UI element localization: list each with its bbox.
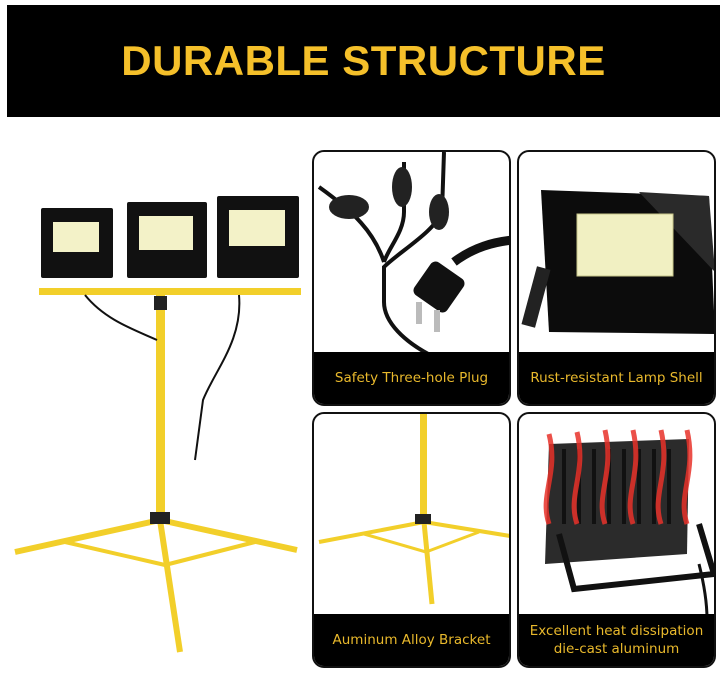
- tripod-work-light-image: [14, 196, 301, 653]
- lamp-right: [217, 196, 299, 278]
- panel-caption: Safety Three-hole Plug: [314, 352, 509, 404]
- plug-image: [317, 152, 509, 357]
- panel-caption: Excellent heat dissipation die-cast alum…: [519, 614, 714, 666]
- panel-bracket: Auminum Alloy Bracket: [312, 412, 511, 668]
- lamp-middle: [127, 202, 207, 278]
- page-title: DURABLE STRUCTURE: [121, 37, 606, 84]
- panel-caption: Auminum Alloy Bracket: [314, 614, 509, 666]
- panel-caption: Rust-resistant Lamp Shell: [519, 352, 714, 404]
- heat-sink-image: [543, 429, 714, 619]
- panel-heat-dissipation: Excellent heat dissipation die-cast alum…: [517, 412, 716, 668]
- lamp-shell-image: [521, 190, 714, 334]
- tripod-bracket-image: [318, 414, 509, 605]
- header-banner: DURABLE STRUCTURE: [7, 5, 720, 117]
- heat-arrows: [543, 429, 693, 525]
- lamp-left: [41, 208, 113, 278]
- panel-plug: Safety Three-hole Plug: [312, 150, 511, 406]
- panel-lamp-shell: Rust-resistant Lamp Shell: [517, 150, 716, 406]
